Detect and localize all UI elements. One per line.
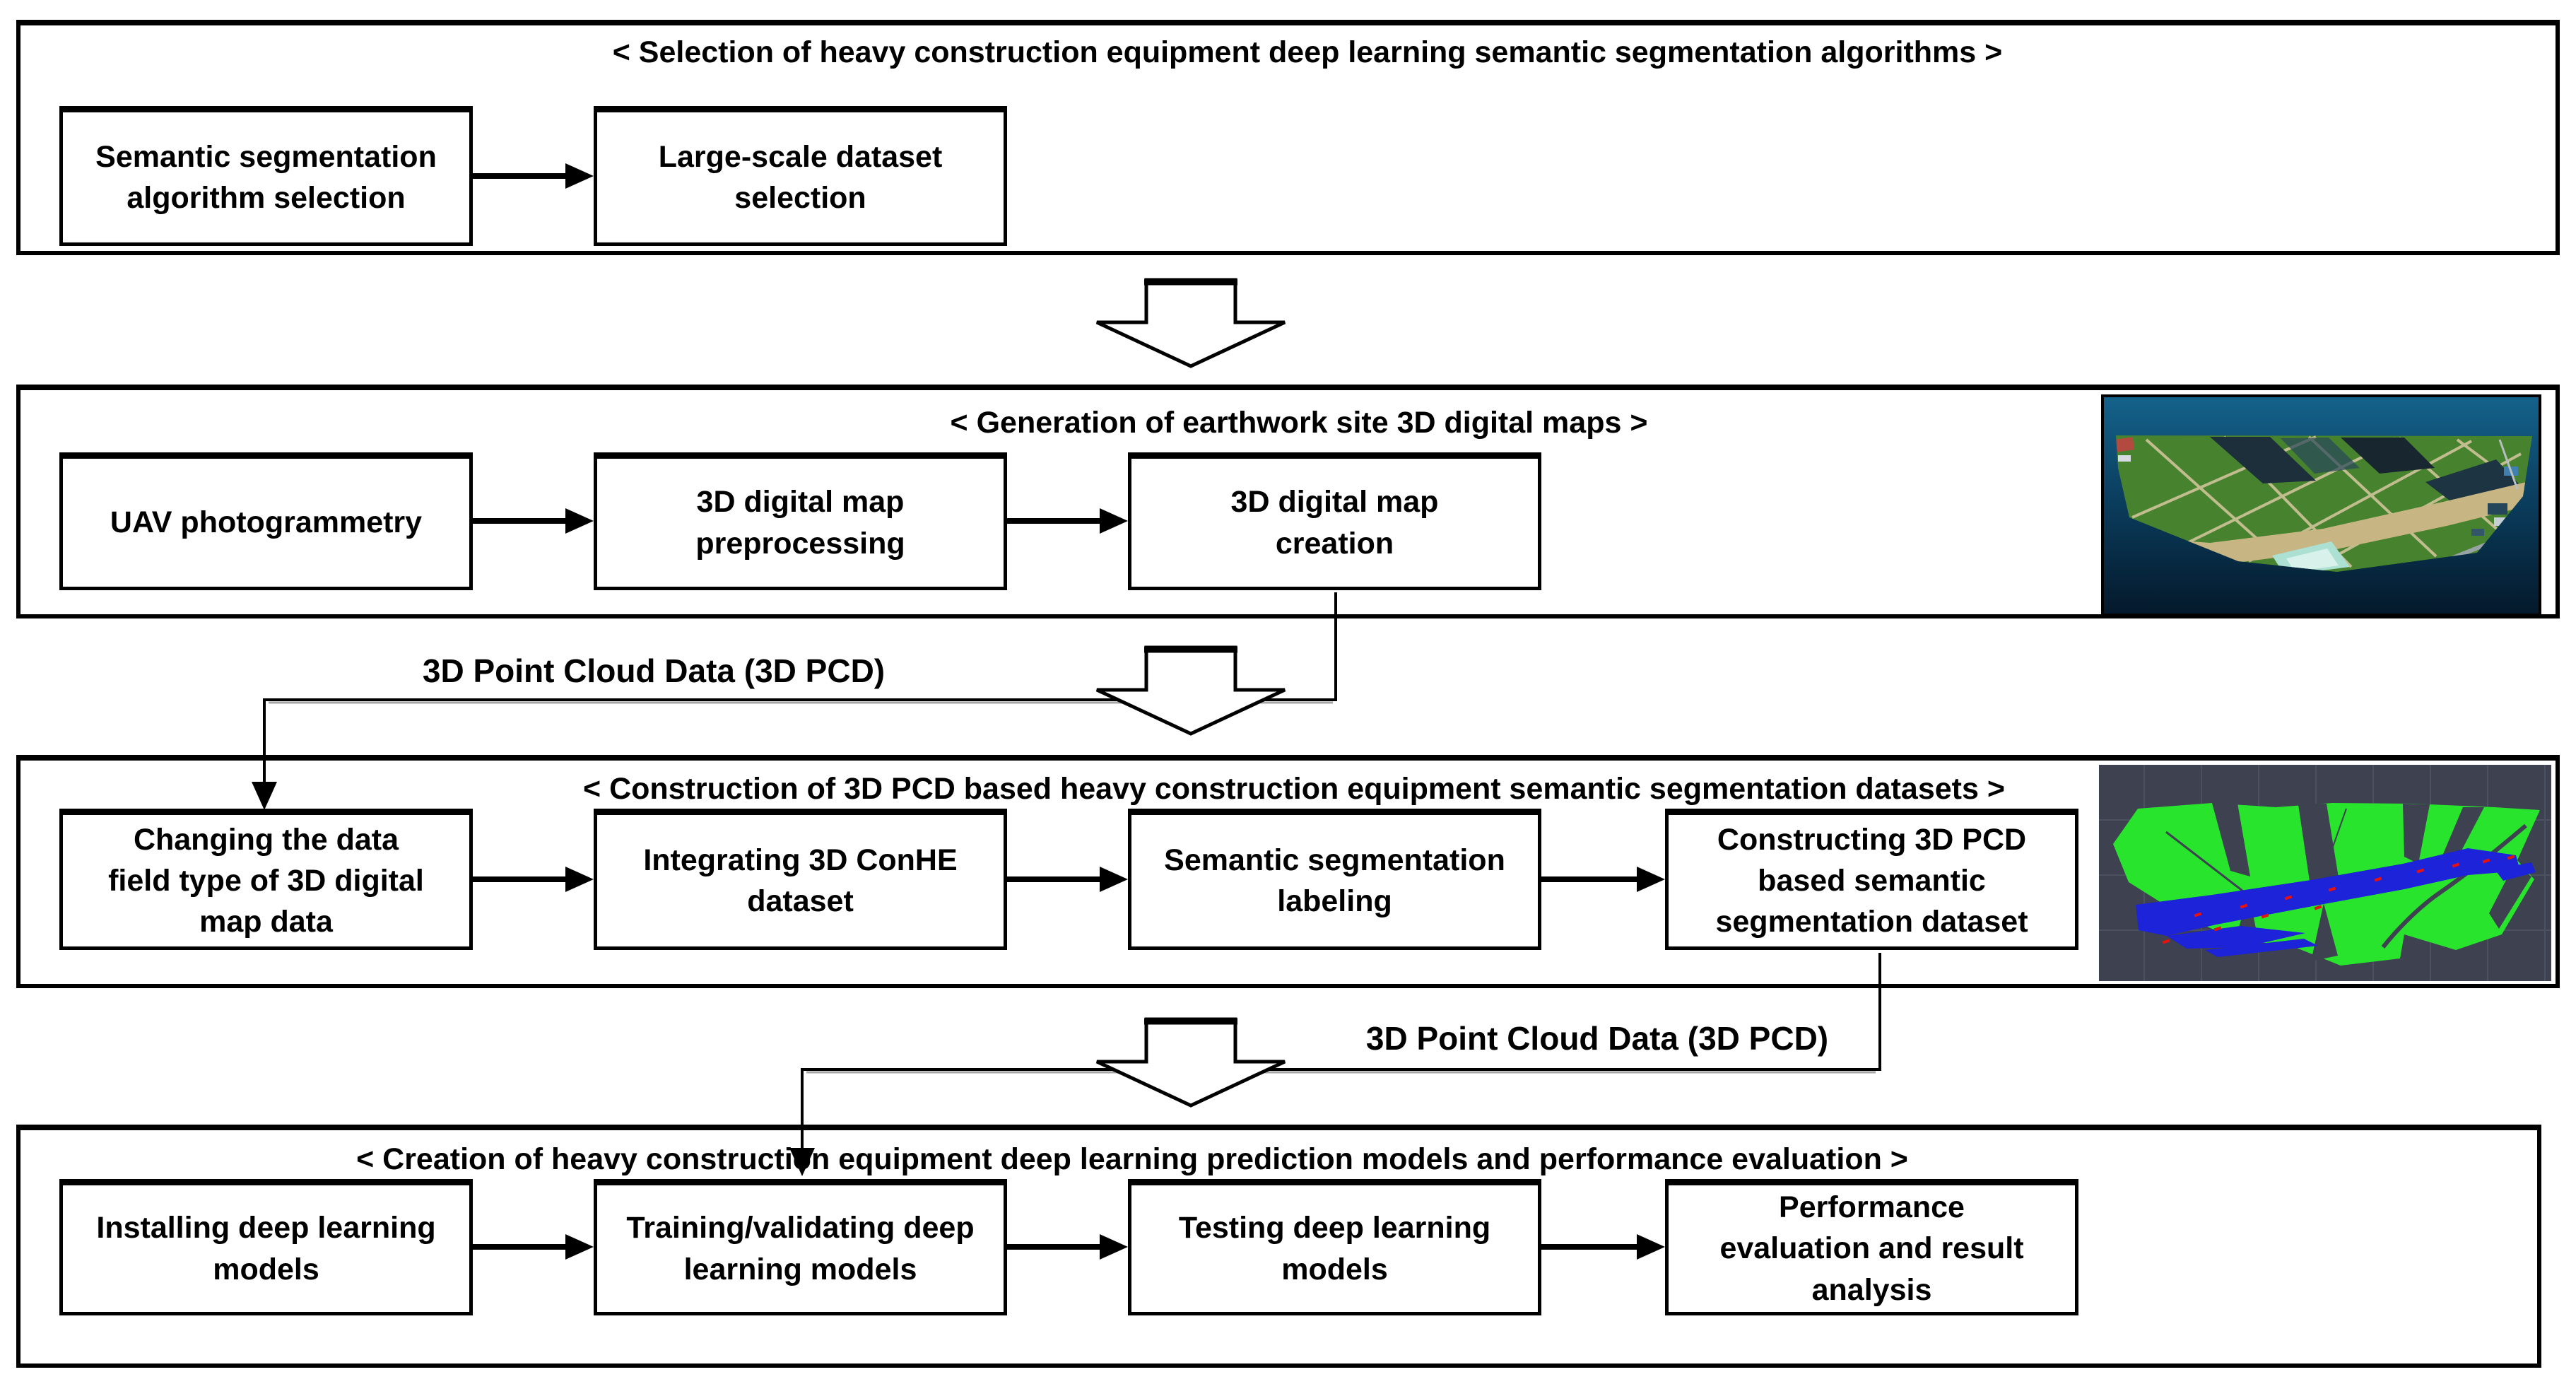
node-changing-data-field-type: Changing the data field type of 3D digit… bbox=[59, 809, 473, 950]
node-integrating-3d-conhe-dataset: Integrating 3D ConHE dataset bbox=[594, 809, 1007, 950]
earthwork-3d-map-image bbox=[2101, 394, 2541, 616]
pcd-segmentation-graphic bbox=[2099, 765, 2551, 981]
node-semantic-segmentation-labeling: Semantic segmentation labeling bbox=[1128, 809, 1541, 950]
section-prediction-models-title: < Creation of heavy construction equipme… bbox=[356, 1142, 1908, 1176]
pcd-data-label-bottom: 3D Point Cloud Data (3D PCD) bbox=[1365, 1020, 1829, 1057]
pcd-data-label-top: 3D Point Cloud Data (3D PCD) bbox=[422, 652, 886, 689]
node-uav-photogrammetry: UAV photogrammetry bbox=[59, 452, 473, 590]
seg-road-region bbox=[2136, 848, 2536, 957]
section-pcd-datasets-title: < Construction of 3D PCD based heavy con… bbox=[583, 772, 2005, 806]
section-algorithm-selection-title: < Selection of heavy construction equipm… bbox=[612, 35, 2003, 69]
node-installing-deep-learning-models: Installing deep learning models bbox=[59, 1179, 473, 1315]
down-arrow-icon bbox=[1095, 1017, 1286, 1108]
down-arrow-icon bbox=[1095, 278, 1286, 368]
section-3d-digital-maps-title: < Generation of earthwork site 3D digita… bbox=[950, 406, 1648, 440]
flow-arrows bbox=[473, 163, 1665, 1260]
node-training-validating-models: Training/validating deep learning models bbox=[594, 1179, 1007, 1315]
node-constructing-3d-pcd-dataset: Constructing 3D PCD based semantic segme… bbox=[1665, 809, 2078, 950]
node-testing-deep-learning-models: Testing deep learning models bbox=[1128, 1179, 1541, 1315]
node-3d-digital-map-preprocessing: 3D digital map preprocessing bbox=[594, 452, 1007, 590]
down-arrow-icon bbox=[1095, 645, 1286, 736]
node-large-scale-dataset-selection: Large-scale dataset selection bbox=[594, 106, 1007, 246]
earthwork-3d-map-graphic bbox=[2104, 397, 2539, 614]
pcd-segmentation-image bbox=[2099, 765, 2551, 981]
seg-equipment-marks bbox=[2162, 855, 2515, 944]
node-3d-digital-map-creation: 3D digital map creation bbox=[1128, 452, 1541, 590]
node-performance-evaluation: Performance evaluation and result analys… bbox=[1665, 1179, 2078, 1315]
node-semantic-segmentation-algorithm-selection: Semantic segmentation algorithm selectio… bbox=[59, 106, 473, 246]
